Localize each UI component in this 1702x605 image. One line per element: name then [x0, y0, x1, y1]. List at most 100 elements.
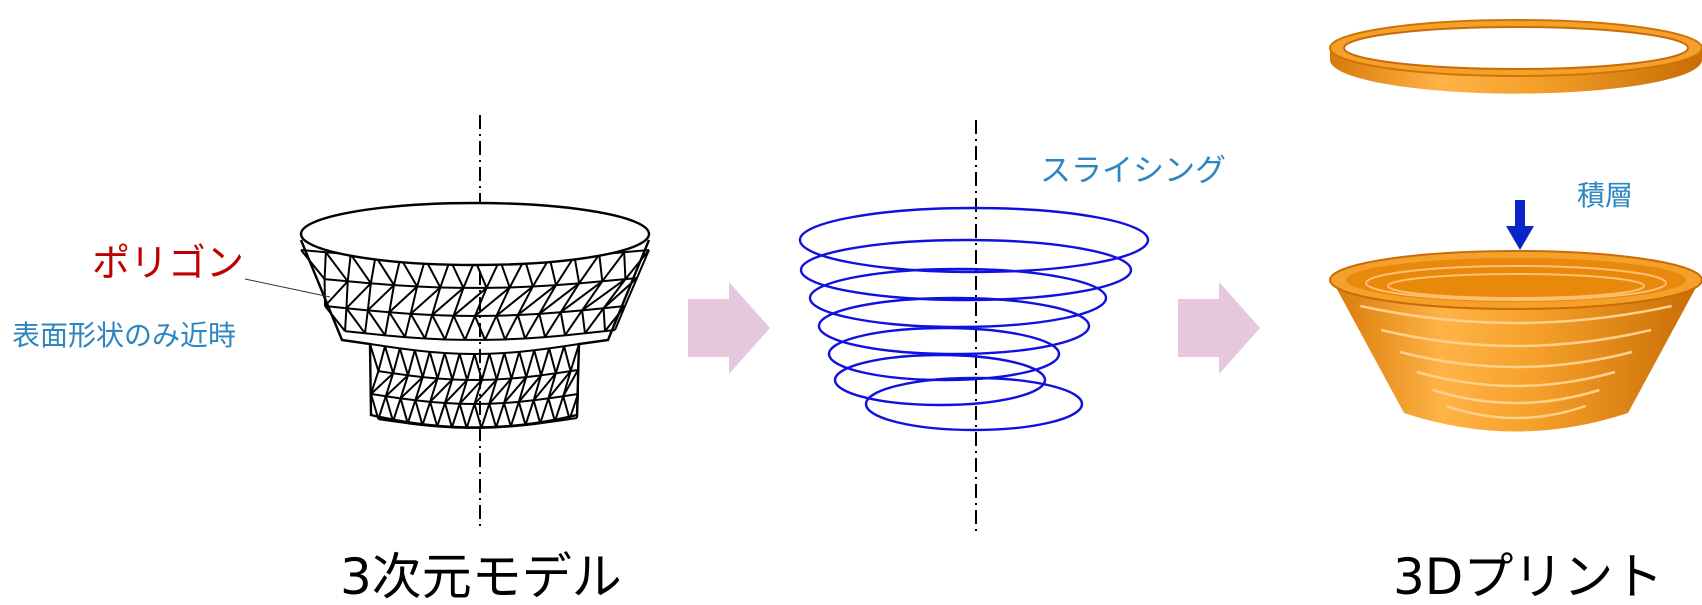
mesh-edge: [554, 345, 566, 374]
mesh-edge: [443, 352, 454, 380]
mesh-edge: [495, 315, 506, 340]
mesh-edge: [564, 309, 583, 336]
mesh-edge: [369, 343, 380, 372]
mesh-edge: [532, 372, 557, 401]
mesh-edge: [547, 398, 556, 422]
mesh-edge: [563, 393, 579, 398]
mesh-edge: [553, 395, 565, 422]
surface-approximation-note: 表面形状のみ近時: [12, 319, 237, 352]
mesh-edge: [495, 287, 511, 317]
mesh-edge: [452, 287, 465, 317]
mesh-edge: [345, 282, 372, 309]
mesh-edge: [429, 401, 439, 427]
mesh-edge: [388, 311, 406, 338]
mesh-edge: [399, 376, 424, 400]
mesh-edge: [578, 253, 601, 284]
mesh-edge: [384, 345, 400, 350]
mesh-edge: [488, 379, 498, 405]
mesh-edge: [370, 372, 394, 395]
mesh-edge: [560, 309, 583, 314]
mesh-edge: [555, 370, 571, 375]
mesh-edge: [458, 403, 468, 429]
layering-label: 積層: [1577, 179, 1634, 212]
slice-contours: [798, 120, 1150, 533]
mesh-edge: [464, 315, 476, 341]
slice-ring: [864, 376, 1084, 432]
mesh-edge: [601, 251, 625, 282]
mesh-edge: [503, 376, 528, 404]
mesh-edge: [604, 305, 626, 332]
mesh-edge: [424, 337, 446, 341]
mesh-edge: [538, 282, 580, 315]
mesh-edge: [517, 312, 540, 317]
mesh-edge: [533, 397, 549, 402]
mesh-edge: [484, 315, 498, 341]
mesh-edge: [563, 345, 572, 372]
print-layer-line: [1432, 388, 1600, 405]
mesh-edge: [489, 352, 505, 355]
mesh-edge: [364, 332, 386, 337]
bowl-rim: [299, 201, 651, 267]
mesh-edge: [509, 285, 533, 289]
mesh-edge: [582, 307, 604, 312]
mesh-edge: [504, 337, 526, 341]
mesh-edge: [511, 376, 527, 380]
mesh-edge: [370, 393, 380, 420]
mesh-edge: [407, 374, 423, 379]
printed-bowl: [1329, 250, 1702, 432]
mesh-edge: [429, 350, 445, 355]
mesh-edge: [555, 282, 580, 287]
mesh-edge: [364, 310, 369, 334]
mesh-edge: [389, 311, 411, 315]
mesh-edge: [602, 308, 606, 332]
mesh-edge: [532, 375, 542, 401]
print-layer-line: [1445, 404, 1587, 420]
mesh-edge: [421, 351, 431, 378]
mesh-edge: [624, 277, 638, 307]
mesh-edge: [414, 399, 424, 426]
print-layer-line: [1360, 304, 1672, 325]
mesh-edge: [444, 315, 455, 340]
mesh-edge: [414, 376, 424, 401]
mesh-edge: [598, 254, 604, 282]
mesh-edge: [548, 395, 564, 400]
mesh-edge: [384, 395, 395, 422]
mesh-edge: [488, 403, 498, 428]
mesh-edge: [367, 309, 390, 314]
mesh-edge: [444, 379, 468, 404]
mesh-edge: [495, 402, 506, 428]
mesh-edge: [452, 315, 466, 341]
mesh-edge: [384, 334, 406, 339]
mesh-edge: [517, 376, 528, 403]
mesh-edge: [534, 347, 550, 352]
mesh-edge: [623, 252, 627, 280]
mesh-edge: [540, 372, 556, 377]
mesh-edge: [510, 351, 521, 379]
print-caption: 3Dプリント: [1393, 548, 1664, 605]
mesh-edge: [504, 314, 519, 340]
mesh-edge: [533, 349, 543, 376]
mesh-edge: [495, 352, 506, 380]
mesh-edge: [539, 311, 561, 315]
mesh-edge: [473, 403, 483, 429]
mesh-edge: [417, 285, 441, 289]
mesh-edge: [345, 281, 349, 309]
mesh-edge: [496, 377, 512, 381]
mesh-edge: [524, 336, 546, 340]
mesh-edge: [428, 351, 439, 379]
mesh-edge: [474, 286, 511, 317]
mesh-edge: [488, 377, 513, 405]
mesh-edge: [400, 397, 416, 402]
mesh-edge: [540, 348, 551, 376]
printed-layer-ring: [1329, 19, 1702, 94]
mesh-edge: [367, 284, 395, 312]
mesh-edge: [518, 351, 528, 378]
mesh-edge: [409, 313, 426, 339]
mesh-edge: [324, 280, 349, 307]
mesh-edge: [323, 252, 327, 280]
mesh-edge: [444, 352, 460, 355]
mesh-edge: [429, 378, 439, 403]
mesh-edge: [399, 375, 409, 399]
mesh-edge: [432, 314, 454, 317]
mesh-edge: [370, 282, 395, 287]
